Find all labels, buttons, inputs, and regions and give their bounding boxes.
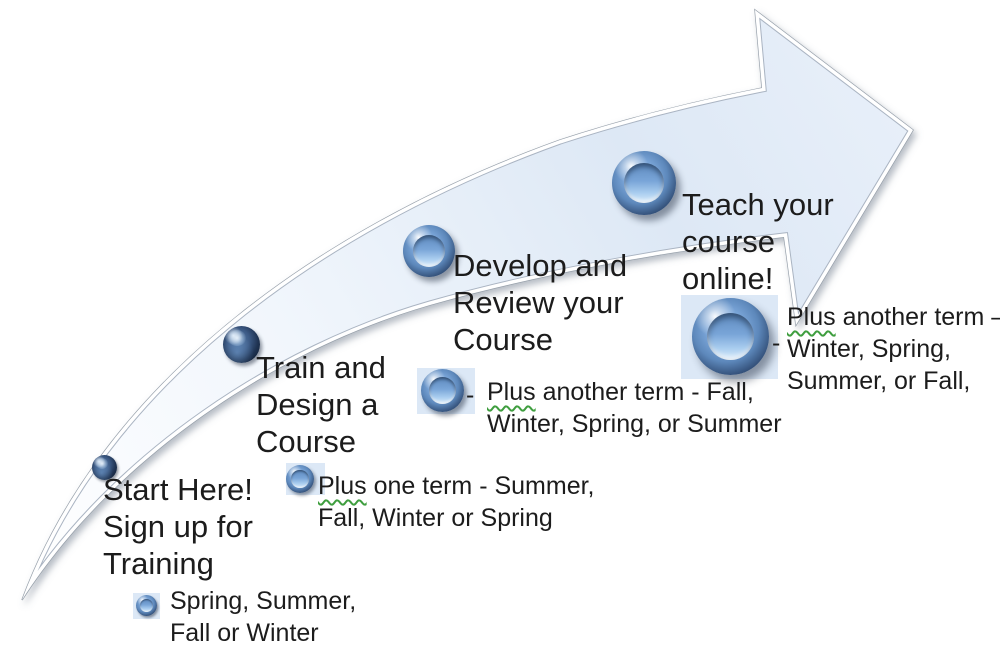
- bullet-ball-image-3: [417, 368, 475, 414]
- bullet-ball-image-2: [286, 463, 325, 495]
- pearl-bullet-icon: [286, 465, 314, 493]
- stage-3-bullet-text: Plus another term - Fall, Winter, Spring…: [487, 376, 782, 440]
- leader-dash: -: [772, 329, 781, 357]
- bullet-ball-image-4: [681, 295, 778, 379]
- milestone-pearl-3-icon: [403, 225, 455, 277]
- bullet-line: Fall or Winter: [170, 619, 319, 647]
- bullet-line-rest: another term - Fall,: [535, 378, 754, 406]
- stage-2-title: Train and Design a Course: [256, 349, 386, 460]
- pearl-bullet-icon: [136, 595, 157, 616]
- bullet-line: Fall, Winter or Spring: [318, 504, 553, 532]
- title-line: Training: [103, 546, 214, 581]
- grammar-flagged-word: Plus: [318, 472, 367, 500]
- title-line: Train and: [256, 350, 386, 385]
- title-line: online!: [682, 261, 774, 296]
- milestone-pearl-2-icon: [223, 326, 260, 363]
- bullet-line: Plus another term - Fall,: [487, 376, 782, 408]
- title-line: Sign up for: [103, 509, 253, 544]
- bullet-line: Plus another term –: [787, 301, 1000, 333]
- stage-4-title: Teach your course online!: [682, 186, 834, 297]
- grammar-flagged-word: Plus: [487, 378, 536, 406]
- bullet-line-rest: another term –: [835, 303, 1000, 331]
- stage-1-title: Start Here! Sign up for Training: [103, 471, 253, 582]
- milestone-pearl-1-icon: [92, 455, 117, 480]
- leader-dash: -: [466, 381, 475, 409]
- stage-4-bullet-text: Plus another term – Winter, Spring, Summ…: [787, 301, 1000, 397]
- stage-1-bullet-text: Spring, Summer, Fall or Winter: [170, 585, 356, 648]
- title-line: Design a: [256, 387, 379, 422]
- bullet-line-rest: one term - Summer,: [366, 472, 595, 500]
- bullet-line: Plus one term - Summer,: [318, 470, 595, 502]
- title-line: Course: [453, 322, 553, 357]
- bullet-line: Summer, or Fall,: [787, 367, 971, 395]
- title-line: Course: [256, 424, 356, 459]
- title-line: Review your: [453, 285, 624, 320]
- title-line: course: [682, 224, 776, 259]
- bullet-line: Spring, Summer,: [170, 587, 357, 615]
- grammar-flagged-word: Plus: [787, 303, 836, 331]
- bullet-line: Winter, Spring,: [787, 335, 951, 363]
- pearl-bullet-icon: [692, 298, 769, 375]
- milestone-pearl-4-icon: [612, 151, 676, 215]
- pearl-bullet-icon: [421, 369, 464, 412]
- bullet-line: Winter, Spring, or Summer: [487, 410, 782, 438]
- title-line: Develop and: [453, 248, 628, 283]
- bullet-ball-image-1: [133, 593, 160, 619]
- title-line: Teach your: [682, 187, 834, 222]
- stage-3-title: Develop and Review your Course: [453, 247, 627, 358]
- title-line: Start Here!: [103, 472, 253, 507]
- stage-2-bullet-text: Plus one term - Summer, Fall, Winter or …: [318, 470, 595, 534]
